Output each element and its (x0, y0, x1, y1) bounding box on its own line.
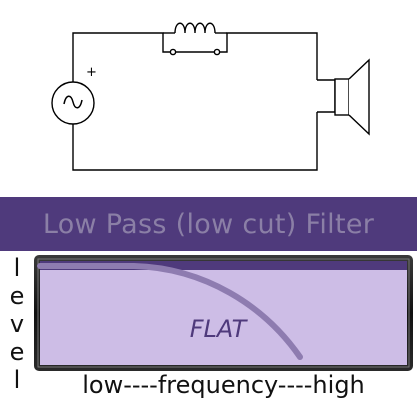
circuit-diagram: + (51, 22, 370, 171)
source-polarity-label: + (86, 65, 97, 80)
response-curve (37, 263, 303, 360)
inductor-icon (160, 22, 230, 56)
y-axis-letter: v (9, 310, 25, 338)
title-banner: Low Pass (low cut) Filter (0, 197, 417, 251)
wire-bottom (72, 112, 318, 171)
y-axis-label: l e v e l (2, 254, 32, 394)
y-axis-letter: l (13, 254, 21, 282)
wire-top-left (72, 32, 160, 102)
graph-top-band (40, 261, 407, 270)
flat-label: FLAT (190, 315, 249, 343)
y-axis-letter: e (9, 338, 25, 366)
x-axis-label: low----frequency----high (82, 371, 365, 399)
y-axis-letter: l (13, 366, 21, 394)
y-axis-letter: e (9, 282, 25, 310)
graph-area (40, 261, 407, 365)
wire-top-right (230, 32, 318, 80)
speaker-icon (317, 58, 370, 136)
frequency-response-graph: FLAT (34, 255, 413, 371)
graph-inner-border (37, 258, 410, 368)
ac-source-icon (51, 81, 95, 125)
page-title: Low Pass (low cut) Filter (42, 208, 375, 240)
